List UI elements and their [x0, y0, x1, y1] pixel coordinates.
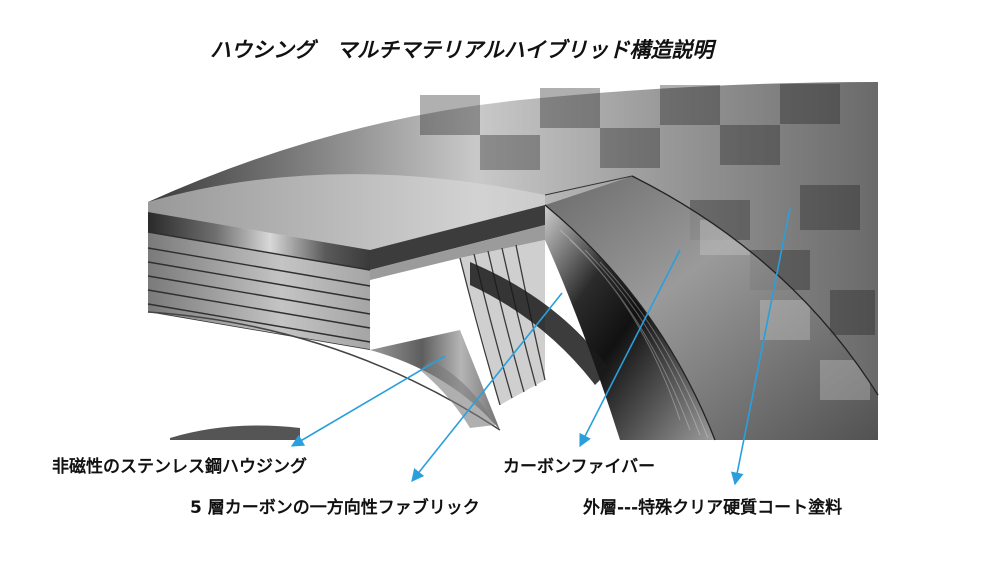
label-outer-coating: 外層---特殊クリア硬質コート塗料 [583, 497, 842, 518]
label-stainless-housing: 非磁性のステンレス鋼ハウジング [52, 456, 307, 477]
housing-illustration [147, 82, 879, 441]
label-unidirectional-fabric: 5 層カーボンの一方向性ファブリック [190, 497, 480, 518]
arrow-coating [730, 207, 791, 486]
leader-arrows [290, 207, 791, 486]
arrow-stainless [290, 355, 446, 447]
diagram-title: ハウシング マルチマテリアルハイブリッド構造説明 [210, 38, 717, 62]
label-carbon-fiber: カーボンファイバー [503, 457, 655, 477]
arrow-fabric [411, 292, 563, 483]
arrow-fiber [579, 249, 681, 448]
